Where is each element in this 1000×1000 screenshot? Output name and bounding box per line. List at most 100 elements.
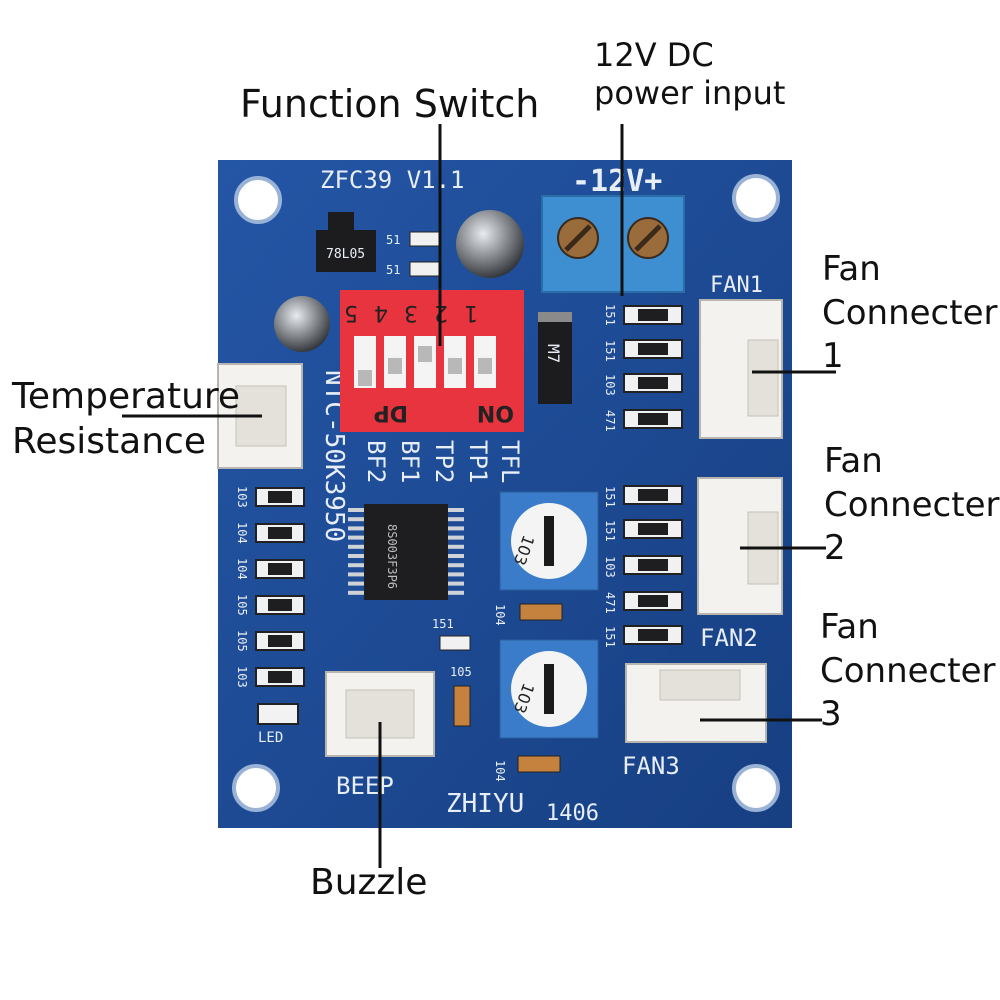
trimpot-2: 103	[499, 639, 599, 739]
switch-function-tp1: TP1	[464, 440, 492, 483]
ic-pin	[448, 535, 464, 540]
mounting-holes	[232, 174, 780, 812]
microcontroller: 8S003F3P6	[364, 504, 448, 600]
power-terminal	[541, 195, 685, 293]
left-resistor-code-5: 105	[235, 630, 249, 652]
label-temperature-line1: Temperature	[12, 376, 241, 417]
label-fan-connecter-1: Fan Connecter 1	[822, 248, 997, 379]
diode: M7	[538, 312, 572, 404]
fan-res-code-8: 471	[603, 592, 617, 614]
ic-pin	[448, 563, 464, 568]
regulator-marking: 78L05	[326, 247, 365, 262]
board-beep-label: BEEP	[336, 772, 394, 800]
dip-number-3: 3	[404, 300, 418, 325]
ic-pin	[448, 508, 464, 512]
fan2-connector	[697, 477, 783, 615]
label-fan3-line2: Connecter	[820, 650, 996, 691]
ic-pin	[348, 563, 364, 568]
switch-function-bf2: BF2	[362, 440, 390, 483]
ic-pin	[448, 581, 464, 586]
label-function-switch-text: Function Switch	[240, 82, 540, 126]
ic-pin	[448, 590, 464, 595]
misc-smd-parts: 151 105 104 104	[432, 603, 563, 782]
fan-res-code-5: 151	[603, 486, 617, 508]
label-fan-connecter-3: Fan Connecter 3	[820, 606, 995, 737]
label-fan1-line1: Fan	[822, 249, 881, 289]
ic-pin	[448, 517, 464, 522]
ic-pin	[448, 572, 464, 577]
smd-resistor-body	[268, 671, 292, 683]
misc-code-104b: 104	[493, 760, 507, 782]
status-led	[257, 703, 299, 725]
ic-pin	[348, 581, 364, 586]
label-function-switch: Function Switch	[240, 80, 539, 129]
smd-resistor-body	[638, 523, 668, 535]
fan-res-code-6: 151	[603, 520, 617, 542]
fan-res-code-1: 151	[603, 304, 617, 326]
smd-resistor-body	[638, 629, 668, 641]
dip-number-4: 4	[374, 300, 388, 325]
chip-marking: 8S003F3P6	[385, 524, 399, 589]
ic-pin	[348, 590, 364, 595]
board-fan2-label: FAN2	[700, 624, 758, 652]
switch-function-bf1: BF1	[396, 440, 424, 483]
smd-resistor-body	[638, 489, 668, 501]
fan3-connector	[625, 663, 767, 743]
fan-res-code-7: 103	[603, 556, 617, 578]
board-fan1-label: FAN1	[710, 273, 763, 298]
dip-dp-label: DP	[374, 400, 408, 425]
smd-resistor-body	[638, 413, 668, 425]
fan-resistor-column	[623, 305, 683, 645]
smd-resistor-body	[638, 377, 668, 389]
top-smd-resistors: 51 51	[386, 231, 441, 277]
ic-pin	[348, 554, 364, 558]
capacitor-top	[456, 210, 524, 278]
misc-code-105: 105	[450, 665, 472, 679]
label-fan1-line3: 1	[822, 336, 844, 377]
switch-function-tp2: TP2	[430, 440, 458, 483]
smd-resistor-body	[638, 595, 668, 607]
board-brand-text: ZHIYU	[446, 789, 524, 819]
label-buzzle: Buzzle	[310, 860, 427, 906]
label-fan3-line1: Fan	[820, 607, 879, 647]
smd-resistor-body	[638, 309, 668, 321]
voltage-regulator: 78L05	[316, 212, 376, 272]
board-date-code: 1406	[546, 801, 599, 826]
switch-function-tfl: TFL	[496, 440, 524, 483]
ic-pin	[348, 535, 364, 540]
smd-resistor-body	[638, 559, 668, 571]
board-led-label: LED	[258, 730, 283, 746]
label-fan-connecter-2: Fan Connecter 2	[824, 440, 999, 571]
ic-pin	[348, 572, 364, 577]
fan1-connector	[699, 299, 783, 439]
trimpot-1: 103	[499, 491, 599, 591]
misc-code-104a: 104	[493, 604, 507, 626]
smd-resistor-body	[268, 527, 292, 539]
left-resistor-code-2: 104	[235, 522, 249, 544]
label-fan3-line3: 3	[820, 694, 842, 735]
left-resistor-code-3: 104	[235, 558, 249, 580]
fan-res-code-4: 471	[603, 410, 617, 432]
top-resistor-code-2: 51	[386, 263, 400, 277]
label-power-input-line2: power input	[594, 74, 786, 113]
left-resistor-code-6: 103	[235, 666, 249, 688]
label-temperature-resistance: Temperature Resistance	[12, 374, 240, 464]
ic-pin	[448, 554, 464, 558]
left-resistor-codes: 103 104 104 105 105 103	[235, 486, 249, 688]
left-resistor-code-4: 105	[235, 594, 249, 616]
smd-resistor-body	[638, 343, 668, 355]
ic-pin	[448, 544, 464, 549]
board-power-marking: -12V+	[572, 164, 662, 199]
label-fan1-line2: Connecter	[822, 292, 998, 333]
label-power-input-line1: 12V DC	[594, 36, 714, 74]
dip-number-1: 1	[464, 300, 478, 325]
fan-resistor-codes: 151 151 103 471 151 151 103 471 151	[603, 304, 617, 648]
dip-switch: 5 4 3 2 1 DP ON	[340, 290, 524, 432]
leader-lines	[122, 124, 836, 868]
label-fan2-line1: Fan	[824, 441, 883, 481]
dip-number-5: 5	[344, 300, 358, 325]
label-power-input: 12V DC power input	[594, 36, 785, 113]
ic-pin	[348, 526, 364, 531]
ic-pin	[348, 517, 364, 522]
